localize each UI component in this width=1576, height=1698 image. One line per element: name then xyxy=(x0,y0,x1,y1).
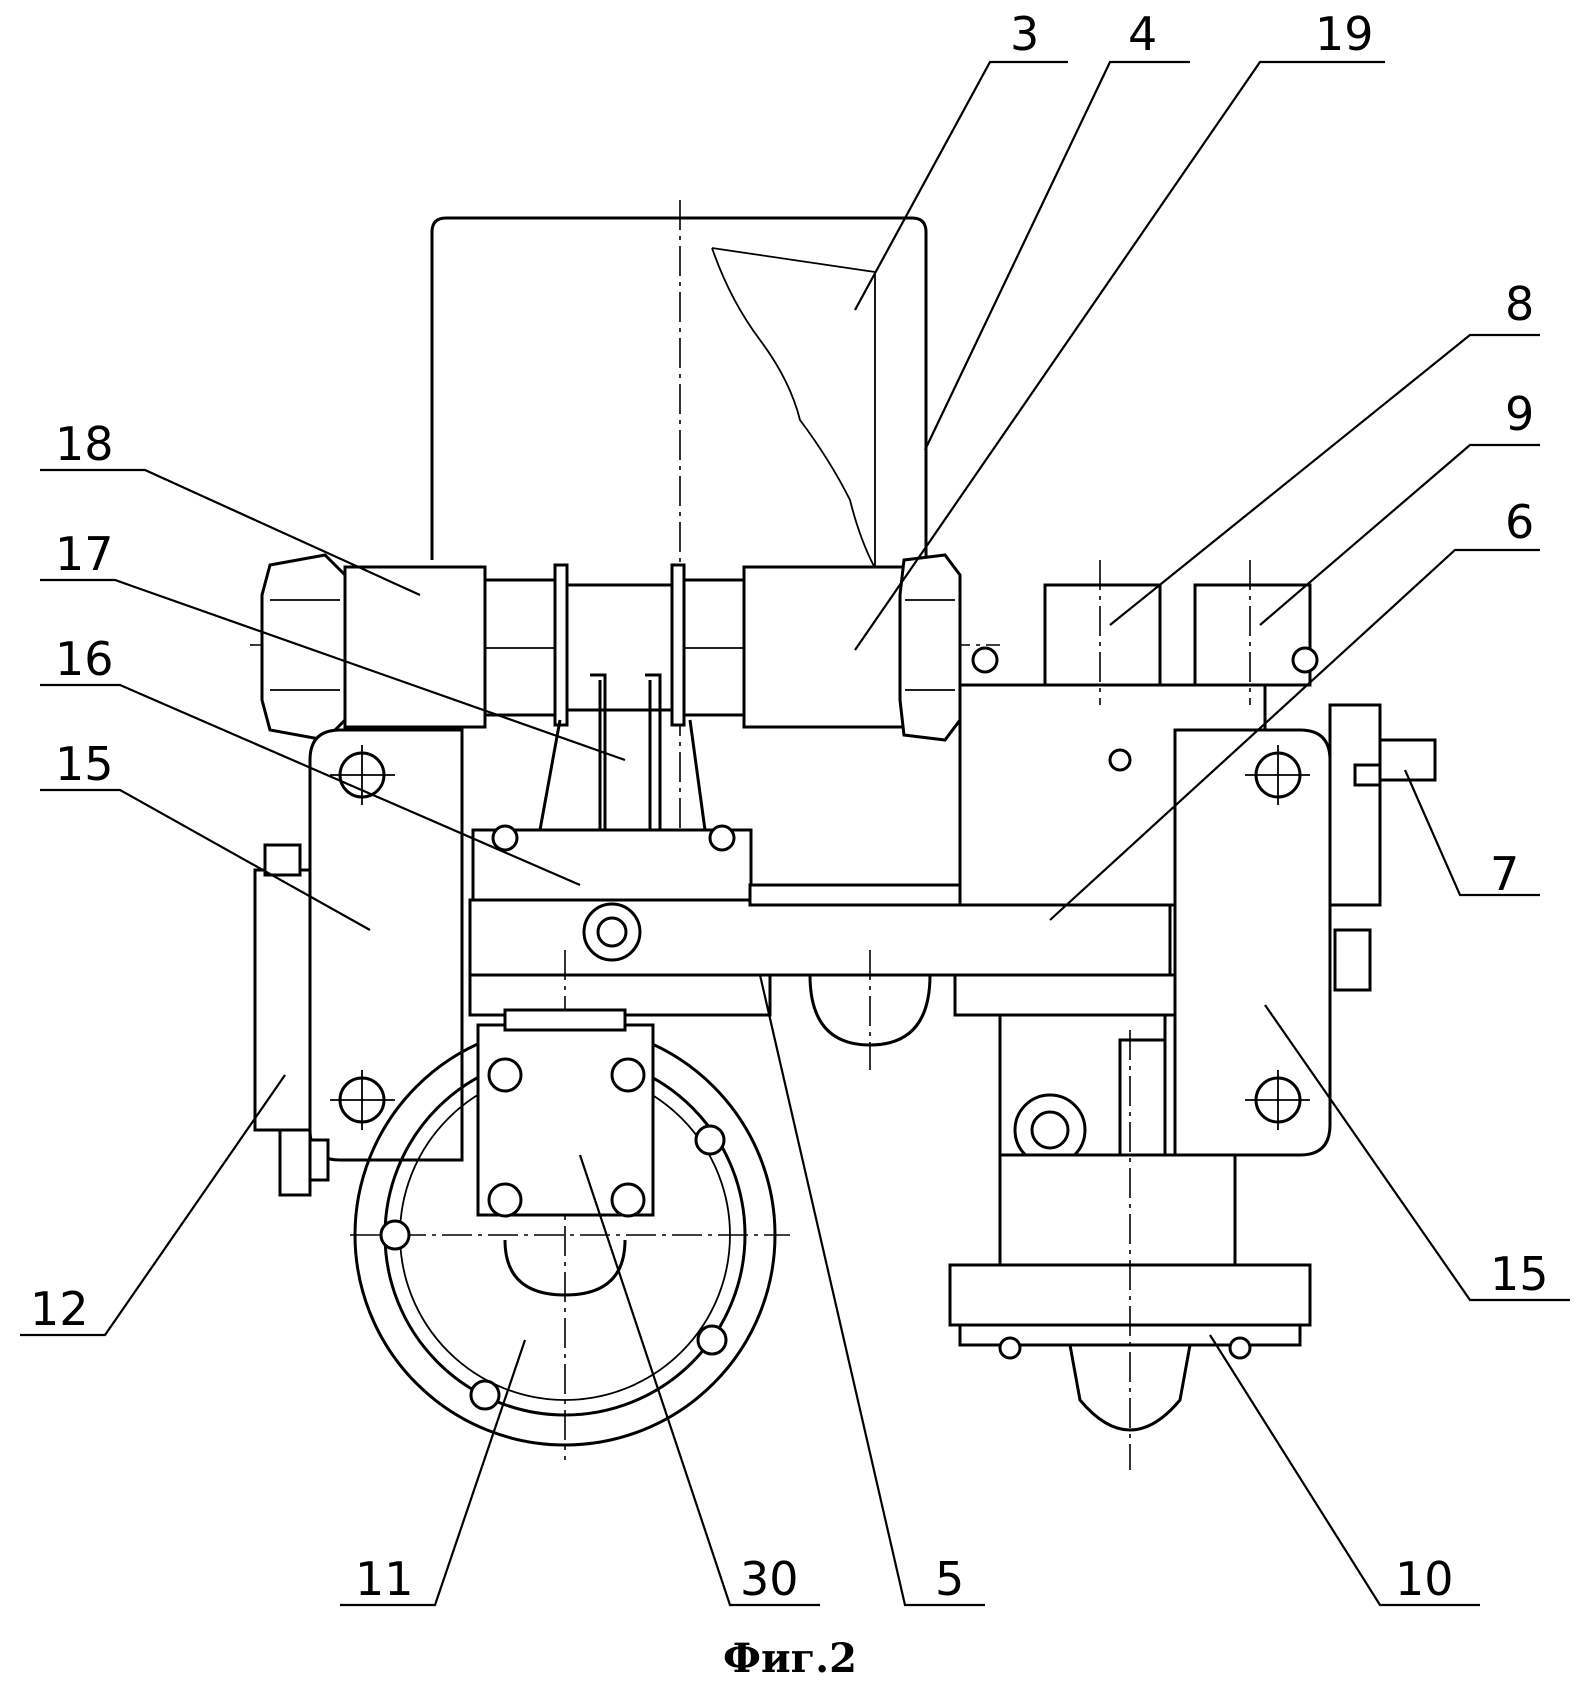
clamp-part-12 xyxy=(253,843,330,1197)
pulley-assembly xyxy=(948,1013,1312,1470)
callout-9: 9 xyxy=(1505,387,1534,441)
callout-17: 17 xyxy=(55,527,114,581)
callout-5: 5 xyxy=(935,1552,964,1606)
left-side-plate xyxy=(308,728,464,1162)
figure-caption: Фиг.2 xyxy=(723,1635,857,1682)
shaft-assembly xyxy=(250,553,1000,742)
callout-12: 12 xyxy=(30,1282,89,1336)
connector-part-7 xyxy=(1328,703,1437,907)
callout-30: 30 xyxy=(740,1552,799,1606)
leader-lines xyxy=(20,60,1570,1607)
callout-11: 11 xyxy=(355,1552,414,1606)
callout-labels: 3 4 19 8 9 6 7 18 17 16 15 15 12 11 30 5… xyxy=(30,7,1549,1606)
callout-10: 10 xyxy=(1395,1552,1454,1606)
callout-18: 18 xyxy=(55,417,114,471)
callout-15-left: 15 xyxy=(55,737,114,791)
callout-6: 6 xyxy=(1505,495,1534,549)
callout-3: 3 xyxy=(1010,7,1039,61)
callout-8: 8 xyxy=(1505,277,1534,331)
wheel-assembly xyxy=(350,950,790,1460)
callout-16: 16 xyxy=(55,632,114,686)
callout-7: 7 xyxy=(1490,847,1519,901)
bracket xyxy=(471,673,753,902)
callout-4: 4 xyxy=(1128,7,1157,61)
callout-15-right: 15 xyxy=(1490,1247,1549,1301)
callout-19: 19 xyxy=(1315,7,1374,61)
right-side-plate xyxy=(1173,728,1372,1157)
